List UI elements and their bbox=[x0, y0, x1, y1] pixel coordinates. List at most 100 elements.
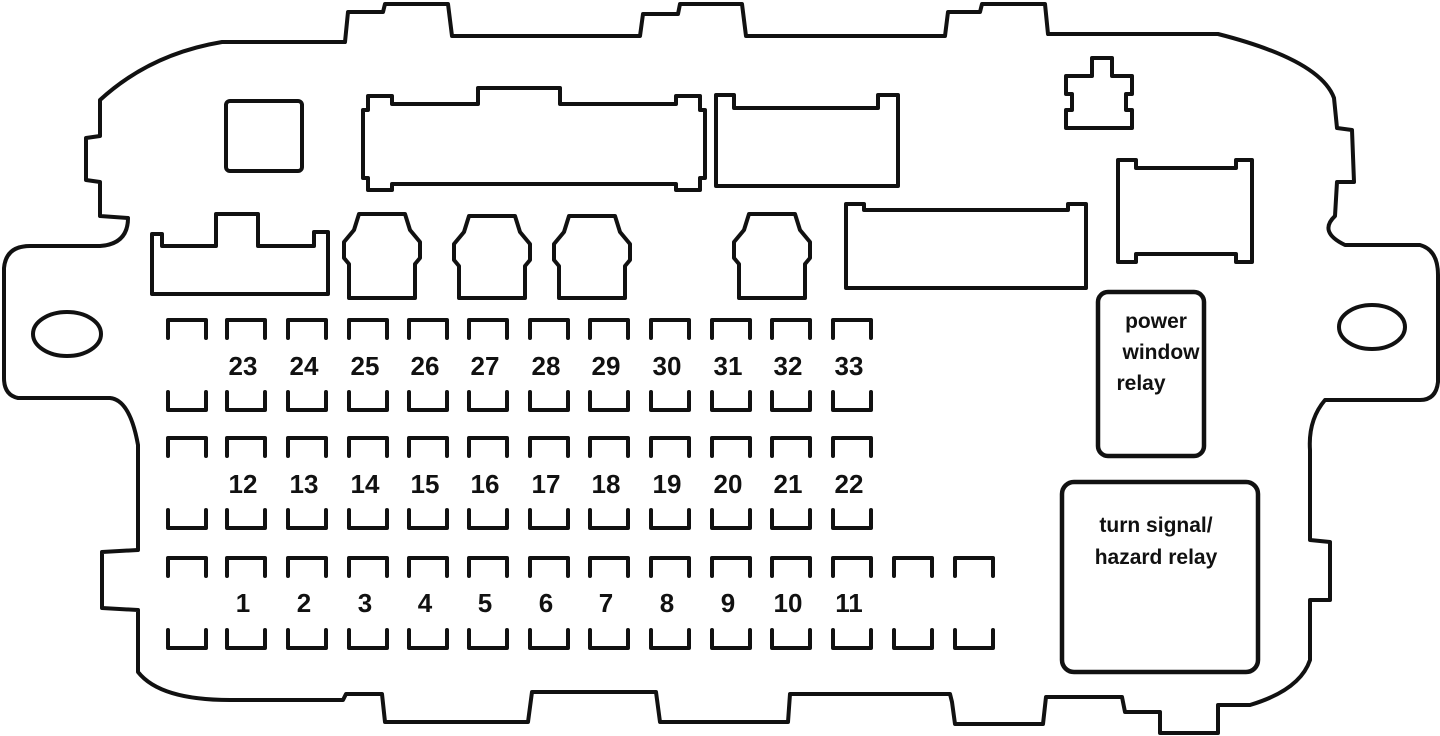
fuse-slot-bottom bbox=[347, 508, 389, 530]
fuse-slot-bottom bbox=[225, 508, 267, 530]
turn-signal-relay-label: hazard relay bbox=[1095, 546, 1218, 569]
fuse-label: 7 bbox=[599, 588, 613, 618]
small-square-connector bbox=[224, 99, 304, 173]
fuse-slot-bottom bbox=[770, 390, 812, 412]
fuse-slot-top bbox=[649, 436, 691, 458]
fuse-slot-bottom bbox=[953, 628, 995, 650]
fuse-slot-top bbox=[588, 436, 630, 458]
fuse-slot-top bbox=[286, 318, 328, 340]
fuse-label: 16 bbox=[471, 469, 500, 499]
fuse-slot-bottom bbox=[528, 508, 570, 530]
top-right-clip bbox=[1064, 56, 1134, 130]
small-relay-housing bbox=[732, 212, 812, 300]
fuse-label: 27 bbox=[471, 351, 500, 381]
fuse-slot-top bbox=[831, 436, 873, 458]
wide-connector bbox=[844, 202, 1088, 290]
fuse-slot-bottom bbox=[831, 390, 873, 412]
fuse-slot-bottom bbox=[770, 508, 812, 530]
turn-signal-relay-box bbox=[1059, 479, 1261, 675]
fuse-slot-top bbox=[225, 436, 267, 458]
fuse-slot-top bbox=[588, 318, 630, 340]
fuse-slot-top bbox=[831, 318, 873, 340]
fuse-label: 8 bbox=[660, 588, 674, 618]
fuse-slot-bottom bbox=[225, 628, 267, 650]
fuse-slot-top bbox=[649, 556, 691, 578]
fuse-slot-bottom bbox=[710, 628, 752, 650]
stepped-connector bbox=[150, 212, 330, 296]
fuse-label: 2 bbox=[297, 588, 311, 618]
fuse-slot-top bbox=[407, 436, 449, 458]
fuse-slot-bottom bbox=[710, 508, 752, 530]
fuse-slot-bottom bbox=[467, 628, 509, 650]
fuse-slot-top bbox=[588, 556, 630, 578]
fuse-slot-bottom bbox=[892, 628, 934, 650]
large-connector-right bbox=[714, 93, 900, 188]
fuse-slot-top bbox=[467, 318, 509, 340]
fuse-slot-bottom bbox=[286, 508, 328, 530]
fuse-slot-top bbox=[770, 318, 812, 340]
power-window-relay-label: power bbox=[1125, 310, 1187, 333]
small-relay-row bbox=[342, 212, 812, 300]
fuse-slot-bottom bbox=[166, 508, 208, 530]
turn-signal-relay-label: turn signal/ bbox=[1099, 514, 1212, 537]
fuse-label: 25 bbox=[351, 351, 380, 381]
fuse-slot-bottom bbox=[710, 390, 752, 412]
fuse-label: 3 bbox=[358, 588, 372, 618]
fuse-label: 23 bbox=[229, 351, 258, 381]
power-window-relay-box bbox=[1095, 289, 1207, 459]
fuse-label: 5 bbox=[478, 588, 492, 618]
fuse-slot-top bbox=[467, 556, 509, 578]
fuse-label: 9 bbox=[721, 588, 735, 618]
fuse-slot-top bbox=[649, 318, 691, 340]
fuse-label: 32 bbox=[774, 351, 803, 381]
fuse-number-labels: 23 24 25 26 27 28 29 30 31 32 33 12 13 1… bbox=[229, 351, 864, 618]
fuse-slot-top bbox=[225, 318, 267, 340]
fuse-slot-top bbox=[770, 556, 812, 578]
large-connector-left bbox=[361, 86, 707, 192]
power-window-relay-label: window bbox=[1122, 341, 1201, 364]
fuse-slot-bottom bbox=[407, 390, 449, 412]
fuse-slot-bottom bbox=[225, 390, 267, 412]
fuse-slot-top bbox=[225, 556, 267, 578]
fuse-slot-top bbox=[286, 436, 328, 458]
fuse-slot-top bbox=[407, 318, 449, 340]
right-relay-socket bbox=[1116, 158, 1254, 264]
fuse-label: 14 bbox=[351, 469, 380, 499]
fuse-slot-top bbox=[286, 556, 328, 578]
fuse-label: 20 bbox=[714, 469, 743, 499]
fuse-slot-top bbox=[347, 318, 389, 340]
small-relay-housing bbox=[452, 214, 532, 300]
fuse-label: 11 bbox=[835, 588, 863, 618]
fuse-slot-top bbox=[710, 318, 752, 340]
fuse-slot-bottom bbox=[166, 390, 208, 412]
fuse-label: 22 bbox=[835, 469, 864, 499]
fuse-slot-bottom bbox=[467, 508, 509, 530]
fuse-slot-bottom bbox=[649, 508, 691, 530]
fuse-slot-top bbox=[467, 436, 509, 458]
fuse-slot-grid bbox=[166, 318, 995, 650]
fuse-slot-bottom bbox=[588, 508, 630, 530]
fuse-label: 18 bbox=[592, 469, 621, 499]
fuse-slot-bottom bbox=[166, 628, 208, 650]
fuse-slot-top bbox=[166, 436, 208, 458]
fuse-label: 31 bbox=[714, 351, 743, 381]
fuse-label: 15 bbox=[411, 469, 440, 499]
fuse-slot-top bbox=[953, 556, 995, 578]
fuse-label: 28 bbox=[532, 351, 561, 381]
fuse-label: 21 bbox=[774, 469, 803, 499]
fuse-slot-bottom bbox=[588, 628, 630, 650]
fuse-slot-top bbox=[528, 556, 570, 578]
fuse-slot-bottom bbox=[649, 390, 691, 412]
fuse-label: 17 bbox=[532, 469, 561, 499]
fuse-slot-bottom bbox=[770, 628, 812, 650]
small-relay-housing bbox=[552, 214, 632, 300]
fuse-slot-bottom bbox=[286, 628, 328, 650]
mounting-hole-left bbox=[31, 310, 103, 358]
fuse-slot-top bbox=[892, 556, 934, 578]
fuse-slot-bottom bbox=[528, 628, 570, 650]
fuse-label: 1 bbox=[236, 588, 250, 618]
fuse-slot-bottom bbox=[467, 390, 509, 412]
fuse-slot-top bbox=[831, 556, 873, 578]
